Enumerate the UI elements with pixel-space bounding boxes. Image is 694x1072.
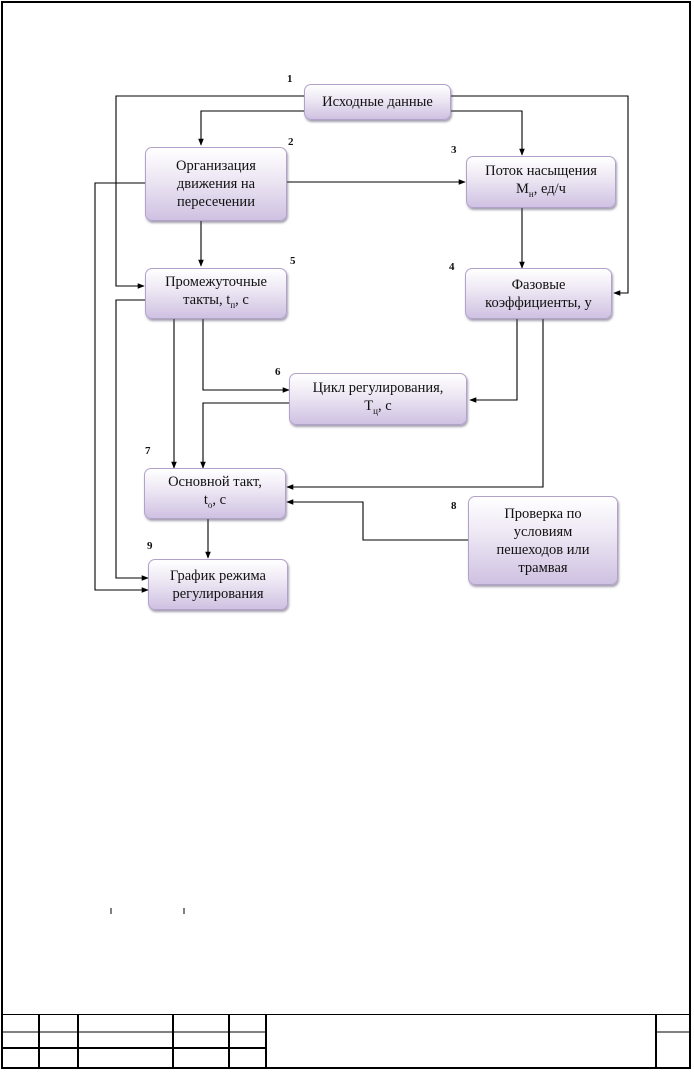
node-regulation-schedule: График режима регулирования (148, 559, 288, 610)
node-regulation-cycle-label: Цикл регулирования,Тц, с (312, 379, 444, 416)
arrow-1-to-5 (115, 95, 304, 289)
step-number-1: 1 (287, 73, 293, 85)
arrow-2-to-9 (94, 182, 149, 593)
step-number-2: 2 (288, 136, 294, 148)
node-pedestrian-check: Проверка по условиям пешеходов или трамв… (468, 496, 618, 585)
node-phase-coefficients: Фазовые коэффициенты, y (465, 268, 612, 319)
arrow-1-to-2 (198, 110, 304, 146)
arrow-8-to-7 (286, 499, 468, 541)
node-pedestrian-check-label: Проверка по условиям пешеходов или трамв… (496, 505, 590, 576)
arrow-4-to-6 (469, 319, 518, 403)
arrow-1-to-3 (451, 110, 525, 156)
node-main-cycle-label: Основной такт,tо, с (168, 474, 262, 510)
title-block (3, 1014, 691, 1068)
node-initial-data: Исходные данные (304, 84, 451, 120)
step-number-4: 4 (449, 261, 455, 273)
step-number-8: 8 (451, 500, 457, 512)
node-main-cycle: Основной такт,tо, с (144, 468, 286, 519)
node-initial-data-label: Исходные данные (322, 94, 433, 110)
node-phase-coefficients-label: Фазовые коэффициенты, y (485, 276, 592, 311)
step-number-9: 9 (147, 540, 153, 552)
step-number-7: 7 (145, 445, 151, 457)
arrow-5-to-6 (202, 319, 290, 393)
node-regulation-schedule-label: График режима регулирования (170, 567, 266, 602)
node-traffic-organization: Организация движения на пересечении (145, 147, 287, 221)
arrow-5-to-9 (115, 299, 149, 581)
arrow-4-to-7 (286, 319, 544, 490)
node-traffic-organization-label: Организация движения на пересечении (176, 158, 256, 210)
step-number-6: 6 (275, 366, 281, 378)
step-number-5: 5 (290, 255, 296, 267)
step-number-3: 3 (451, 144, 457, 156)
arrow-6-to-7 (200, 402, 289, 469)
arrow-1-to-4 (451, 95, 629, 296)
node-regulation-cycle: Цикл регулирования,Тц, с (289, 373, 467, 425)
